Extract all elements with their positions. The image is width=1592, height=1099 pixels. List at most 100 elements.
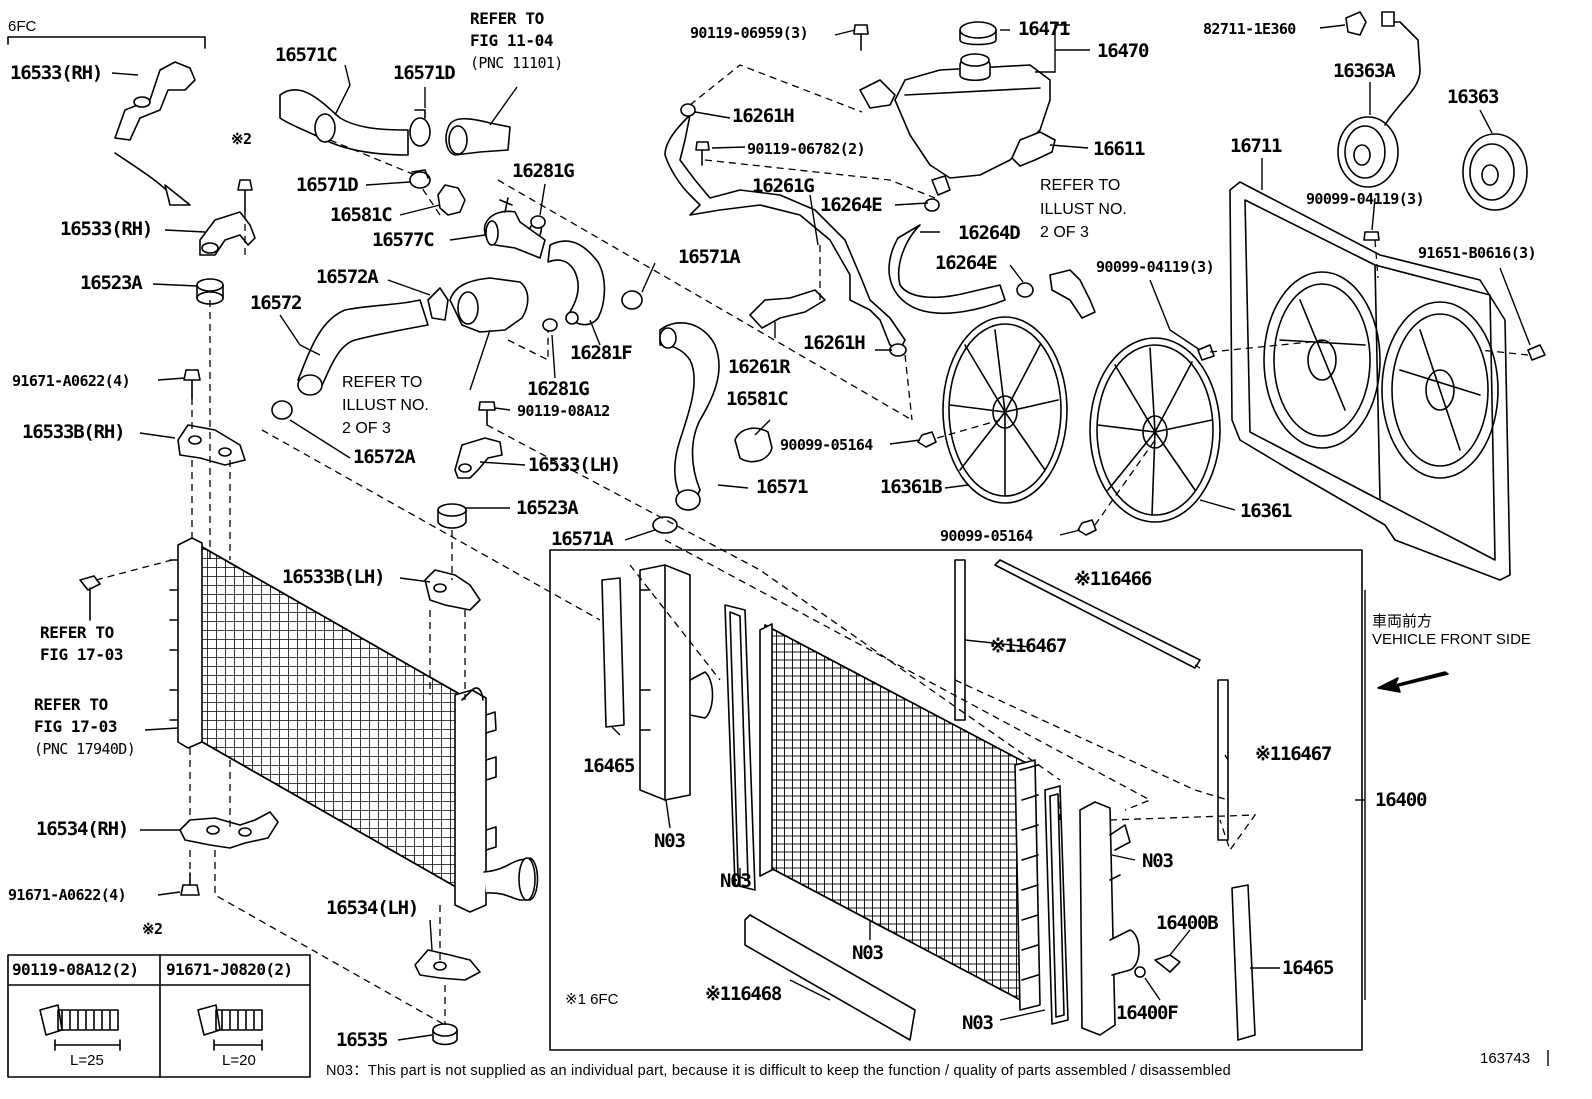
ref-illust-b-line1: REFER TO	[1040, 177, 1121, 194]
ref-fig-17-03-a-line2: FIG 17-03	[40, 645, 124, 664]
bolt-table-col2-part: 91671-J0820(2)	[166, 960, 293, 979]
part-91671-a0622-bot[interactable]: 91671-A0622(4)	[8, 886, 127, 904]
part-16400f[interactable]: 16400F	[1116, 1002, 1179, 1024]
ref-fig-17-03-a-line1: REFER TO	[40, 623, 114, 642]
part-90119-06959[interactable]: 90119-06959(3)	[690, 24, 809, 42]
part-16571c[interactable]: 16571C	[275, 44, 338, 66]
part-16711[interactable]: 16711	[1230, 135, 1282, 157]
ref-fig-17-03-b-line2: FIG 17-03	[34, 717, 118, 736]
fan-motor-16363a	[1337, 11, 1421, 188]
part-16400b[interactable]: 16400B	[1156, 912, 1219, 934]
ref-illust-b-line2: ILLUST NO.	[1040, 201, 1127, 218]
part-16581c[interactable]: 16581C	[726, 388, 789, 410]
part-16533b-lh[interactable]: 16533B(LH)	[282, 566, 386, 588]
part-16533b-rh[interactable]: 16533B(RH)	[22, 421, 126, 443]
ref-fig-17-03-b-line3: (PNC 17940D)	[34, 740, 136, 758]
bolt-table	[7, 954, 311, 1078]
part-16264e[interactable]: 16264E	[935, 252, 998, 274]
note-2-mark: ※2	[231, 130, 252, 148]
radiator-tank-left	[639, 564, 714, 801]
part-16363[interactable]: 16363	[1447, 86, 1499, 108]
part-16581c-top[interactable]: 16581C	[330, 204, 393, 226]
part-16363a[interactable]: 16363A	[1333, 60, 1396, 82]
part-16571[interactable]: 16571	[756, 476, 808, 498]
part-90099-04119-top[interactable]: 90099-04119(3)	[1306, 190, 1425, 208]
part-90099-05164-top[interactable]: 90099-05164	[780, 436, 873, 454]
part-16611[interactable]: 16611	[1093, 138, 1145, 160]
bracket-16533-rh	[199, 211, 256, 256]
part-16533-rh[interactable]: 16533(RH)	[60, 218, 153, 240]
part-16281g[interactable]: 16281G	[527, 378, 590, 400]
part-91671-a0622-top[interactable]: 91671-A0622(4)	[12, 372, 131, 390]
part-16572a[interactable]: 16572A	[353, 446, 416, 468]
part-16471[interactable]: 16471	[1018, 18, 1070, 40]
n03-left-tank: N03	[654, 830, 686, 852]
part-16281g-top[interactable]: 16281G	[512, 160, 575, 182]
part-90119-08a12[interactable]: 90119-08A12	[517, 402, 610, 420]
part-16571d[interactable]: 16571D	[296, 174, 359, 196]
ref-illust-a-line3: 2 OF 3	[342, 420, 391, 437]
fan-shroud-16711	[1229, 181, 1511, 581]
part-16261r[interactable]: 16261R	[728, 356, 791, 378]
fan-16361b	[942, 316, 1068, 504]
reservoir-tank	[894, 53, 1051, 179]
vehicle-front-en: VEHICLE FRONT SIDE	[1372, 631, 1531, 648]
fan-16361	[1089, 337, 1221, 523]
illustration-number: 163743	[1480, 1050, 1531, 1067]
part-16281f[interactable]: 16281F	[570, 342, 633, 364]
part-16361b[interactable]: 16361B	[880, 476, 943, 498]
bolt-table-col1-length: L=25	[70, 1052, 104, 1069]
part-91651-b0616[interactable]: 91651-B0616(3)	[1418, 244, 1537, 262]
part-16535[interactable]: 16535	[336, 1029, 388, 1051]
part-16533-rh-top[interactable]: 16533(RH)	[10, 62, 103, 84]
part-16571a-top[interactable]: 16571A	[678, 246, 741, 268]
bolt-table-col2-length: L=20	[222, 1052, 256, 1069]
part-16264e-top[interactable]: 16264E	[820, 194, 883, 216]
part-16523a-left[interactable]: 16523A	[80, 272, 143, 294]
part-90119-06782[interactable]: 90119-06782(2)	[747, 140, 866, 158]
ref-fig-11-04-line1: REFER TO	[470, 9, 544, 28]
part-90099-04119-mid[interactable]: 90099-04119(3)	[1096, 258, 1215, 276]
part-16261g[interactable]: 16261G	[752, 175, 815, 197]
part-16261h-top[interactable]: 16261H	[732, 105, 795, 127]
part-16400[interactable]: 16400	[1375, 789, 1427, 811]
ref-fig-11-04-line3: (PNC 11101)	[470, 54, 563, 72]
part-16261h[interactable]: 16261H	[803, 332, 866, 354]
part-16361[interactable]: 16361	[1240, 500, 1292, 522]
hose-16571c	[279, 88, 409, 156]
part-16571d-top[interactable]: 16571D	[393, 62, 456, 84]
footnote-n03: N03：This part is not supplied as an indi…	[326, 1063, 1231, 1079]
bracket-16533-rh-top	[114, 61, 196, 141]
n03-right-gasket: N03	[962, 1012, 994, 1034]
part-16572a-top[interactable]: 16572A	[316, 266, 379, 288]
part-90099-05164-bot[interactable]: 90099-05164	[940, 527, 1033, 545]
model-code: 6FC	[8, 18, 37, 35]
n03-left-gasket: N03	[720, 870, 752, 892]
part-16523a-right[interactable]: 16523A	[516, 497, 579, 519]
fan-motor-16363	[1462, 133, 1528, 211]
part-16470[interactable]: 16470	[1097, 40, 1149, 62]
part-16533-lh[interactable]: 16533(LH)	[528, 454, 621, 476]
part-16468[interactable]: ※116468	[705, 983, 782, 1005]
part-16465-left[interactable]: 16465	[583, 755, 635, 777]
part-16467-top[interactable]: ※116467	[990, 635, 1067, 657]
part-16572[interactable]: 16572	[250, 292, 302, 314]
radiator-core-left	[169, 537, 539, 913]
part-16534-lh[interactable]: 16534(LH)	[326, 897, 419, 919]
part-16571a[interactable]: 16571A	[551, 528, 614, 550]
part-16264d[interactable]: 16264D	[958, 222, 1021, 244]
part-82711-1e360[interactable]: 82711-1E360	[1203, 20, 1296, 38]
part-16467[interactable]: ※116467	[1255, 743, 1332, 765]
n03-core: N03	[852, 942, 884, 964]
part-16466[interactable]: ※116466	[1075, 568, 1152, 590]
radiator-tank-right	[1079, 801, 1140, 1036]
part-16577c[interactable]: 16577C	[372, 229, 435, 251]
part-16534-rh[interactable]: 16534(RH)	[36, 818, 129, 840]
radiator-core-16400	[759, 623, 1041, 1011]
part-16465-right[interactable]: 16465	[1282, 957, 1334, 979]
ref-illust-a-line2: ILLUST NO.	[342, 397, 429, 414]
note-6fc: ※1 6FC	[565, 991, 619, 1008]
bolt-table-note-mark: ※2	[142, 920, 163, 938]
